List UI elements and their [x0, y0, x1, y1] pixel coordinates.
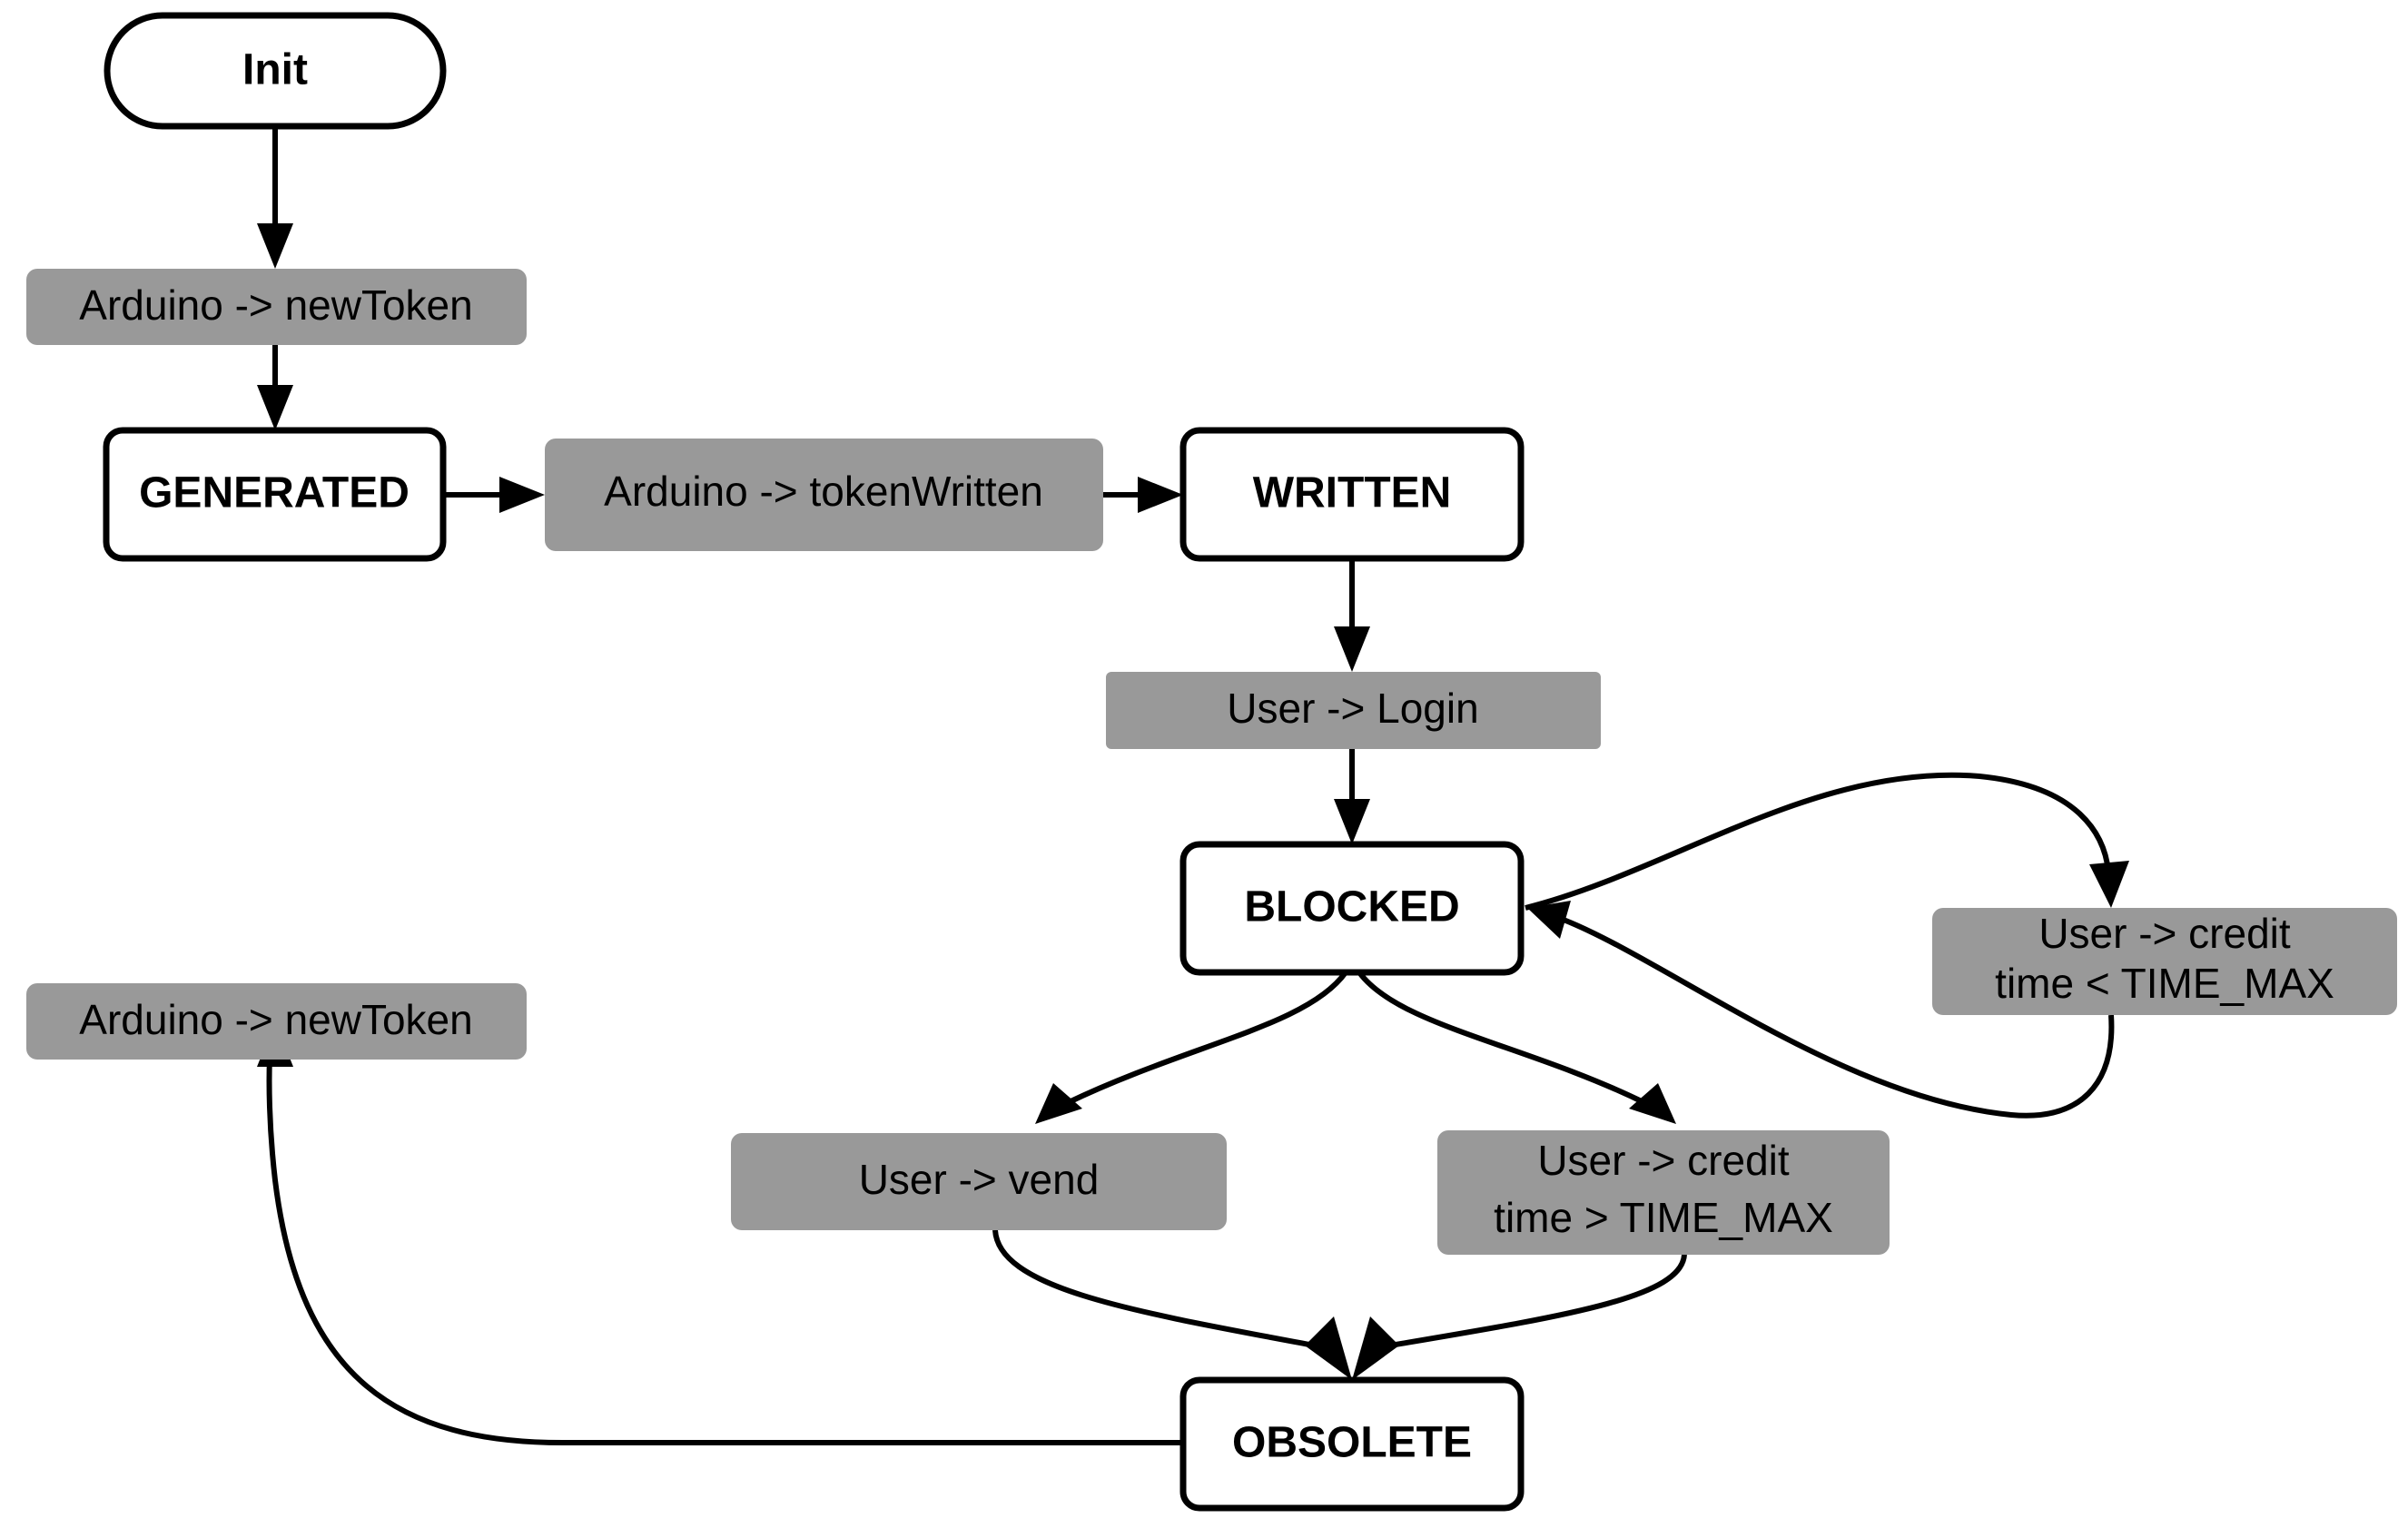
state-node-label: OBSOLETE	[1232, 1419, 1472, 1467]
transition-label-box	[1106, 672, 1601, 749]
transition-label-arduino-tokenwritten: Arduino -> tokenWritten	[545, 439, 1103, 551]
state-node-shape[interactable]	[103, 427, 447, 562]
transition-label-text-line2: time > TIME_MAX	[1494, 1194, 1833, 1241]
edge-credit-lt-label-to-blocked	[1527, 901, 2115, 1119]
state-node-obsolete[interactable]: OBSOLETE	[1179, 1376, 1525, 1512]
transition-label-box	[545, 439, 1103, 551]
transition-label-user-vend: User -> vend	[731, 1133, 1227, 1230]
transition-label-arduino-newtoken-top: Arduino -> newToken	[26, 269, 527, 345]
transition-label-box	[26, 269, 527, 345]
transition-label-user-credit-lt-timemax: User -> credit time < TIME_MAX	[1932, 908, 2397, 1015]
transition-label-box	[1437, 1130, 1890, 1255]
transition-label-text-line1: User -> credit	[1537, 1137, 1790, 1184]
transition-label-text: User -> vend	[859, 1156, 1100, 1203]
transition-label-text: User -> Login	[1227, 685, 1478, 732]
edge-blocked-to-credit-lt-label	[1525, 772, 2129, 911]
edge-credit-gt-label-to-obsolete	[1352, 1254, 1687, 1380]
transition-label-text-line2: time < TIME_MAX	[1995, 960, 2334, 1007]
state-node-shape[interactable]	[1179, 427, 1525, 562]
state-node-label: BLOCKED	[1244, 883, 1459, 932]
edge-obsolete-to-newtoken-label	[257, 1021, 1183, 1445]
transition-label-arduino-newtoken-bottom: Arduino -> newToken	[26, 983, 527, 1060]
edge-tokenwritten-label-to-written	[1103, 477, 1183, 513]
transition-label-text: Arduino -> newToken	[79, 281, 472, 329]
state-node-label: Init	[242, 46, 308, 94]
transition-label-text-line1: User -> credit	[2038, 910, 2291, 957]
state-node-shape[interactable]	[1179, 1376, 1525, 1512]
edge-generated-to-tokenwritten-label	[443, 477, 545, 513]
transition-label-box	[1932, 908, 2397, 1015]
edge-written-to-login-label	[1334, 558, 1370, 672]
state-node-written[interactable]: WRITTEN	[1179, 427, 1525, 562]
edge-vend-label-to-obsolete	[992, 1229, 1352, 1380]
state-node-init[interactable]: Init	[104, 12, 447, 130]
state-node-label: WRITTEN	[1253, 469, 1452, 518]
state-node-shape[interactable]	[1179, 841, 1525, 976]
transition-label-box	[731, 1133, 1227, 1230]
state-node-generated[interactable]: GENERATED	[103, 427, 447, 562]
state-node-shape[interactable]	[104, 12, 447, 130]
transition-label-user-credit-gt-timemax: User -> credit time > TIME_MAX	[1437, 1130, 1890, 1255]
edge-login-label-to-blocked	[1334, 749, 1370, 844]
state-node-label: GENERATED	[139, 469, 410, 518]
edge-newtoken-label-to-generated	[257, 345, 293, 430]
transition-label-box	[26, 983, 527, 1060]
transition-label-text: Arduino -> tokenWritten	[604, 468, 1043, 515]
edge-blocked-to-vend-label	[1035, 971, 1348, 1124]
transition-label-user-login: User -> Login	[1106, 672, 1601, 749]
state-node-blocked[interactable]: BLOCKED	[1179, 841, 1525, 976]
edge-init-to-newtoken-label	[257, 128, 293, 269]
transition-label-text: Arduino -> newToken	[79, 996, 472, 1043]
edge-blocked-to-credit-gt-label	[1357, 971, 1676, 1124]
